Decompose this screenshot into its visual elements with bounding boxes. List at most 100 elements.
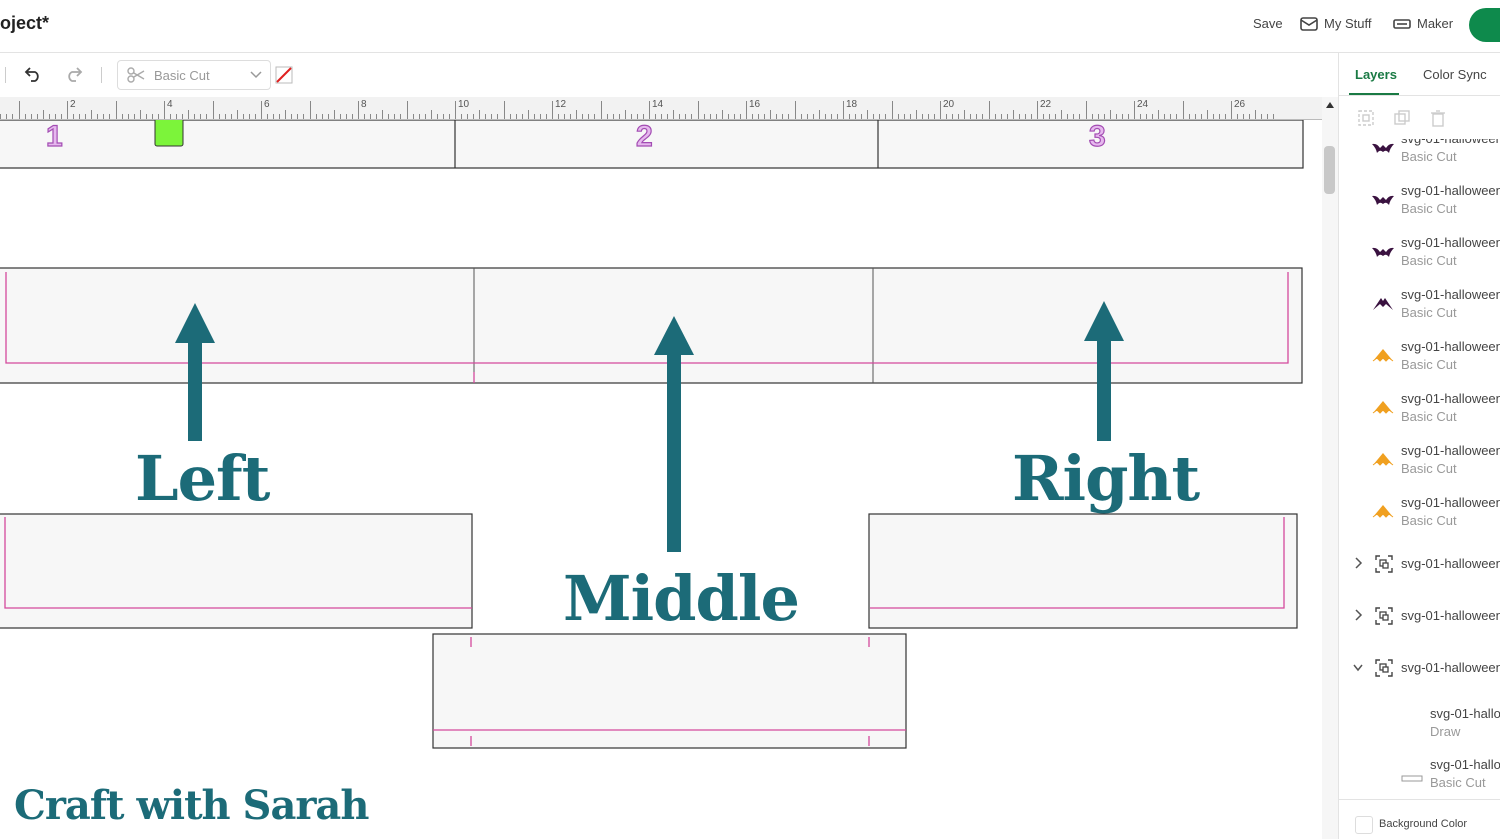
vertical-scrollbar-track[interactable]: [1322, 97, 1338, 839]
ruler-tick: [1267, 114, 1269, 119]
ruler-tick: [812, 114, 814, 119]
ruler-tick: [127, 114, 129, 119]
ruler-tick: [139, 110, 141, 119]
scroll-up-icon[interactable]: [1326, 102, 1334, 108]
envelope-icon: [1300, 16, 1318, 31]
ruler-tick: [855, 114, 857, 119]
ruler-tick: [509, 114, 511, 119]
ruler-tick: [339, 114, 341, 119]
ruler-tick: [1030, 114, 1032, 119]
layer-operation: Basic Cut: [1401, 357, 1457, 372]
chevron-right-icon[interactable]: [1355, 557, 1363, 569]
save-button[interactable]: Save: [1253, 16, 1283, 31]
tab-layers[interactable]: Layers: [1355, 67, 1397, 82]
color-swatch-square[interactable]: [154, 120, 184, 147]
ruler-tick: [418, 114, 420, 119]
tab-color-sync[interactable]: Color Sync: [1423, 67, 1487, 82]
redo-icon[interactable]: [65, 66, 83, 82]
ruler-tick: [867, 110, 869, 119]
ruler-tick: [212, 101, 214, 119]
operation-select[interactable]: Basic Cut: [117, 60, 271, 90]
layer-child-name: svg-01-hallo: [1430, 757, 1500, 772]
ruler-tick: [1000, 114, 1002, 119]
ruler-tick: [467, 114, 469, 119]
ruler-tick: [564, 114, 566, 119]
score-line: [4, 517, 472, 609]
duplicate-icon[interactable]: [1393, 109, 1411, 127]
right-lower-panel[interactable]: [868, 513, 1298, 629]
ruler-tick: [1091, 114, 1093, 119]
my-stuff-button[interactable]: My Stuff: [1300, 16, 1371, 31]
layer-name: svg-01-halloween: [1401, 443, 1500, 458]
background-color-row[interactable]: Background Color: [1339, 799, 1500, 840]
ruler-tick: [79, 114, 81, 119]
ruler-tick: [18, 101, 20, 119]
ruler-tick: [970, 114, 972, 119]
middle-lower-panel[interactable]: [432, 633, 907, 749]
ruler-tick: [673, 110, 675, 119]
ruler-tick: [873, 114, 875, 119]
ruler-tick: [170, 114, 172, 119]
ruler-tick: [582, 114, 584, 119]
ruler-tick: [164, 101, 165, 119]
ruler-tick: [388, 114, 390, 119]
ruler-tick: [1176, 114, 1178, 119]
background-color-swatch[interactable]: [1355, 816, 1373, 834]
layer-group-row[interactable]: svg-01-halloween: [1339, 650, 1500, 702]
active-tab-indicator: [1349, 93, 1399, 95]
top-panel-strip[interactable]: [0, 120, 1304, 169]
annotation-middle: Middle: [563, 562, 800, 635]
ruler-tick: [1255, 110, 1257, 119]
chevron-right-icon[interactable]: [1355, 609, 1363, 621]
ruler-tick: [667, 114, 669, 119]
ruler-tick: [67, 101, 68, 119]
ruler-tick: [206, 114, 208, 119]
group-icon[interactable]: [1357, 109, 1375, 127]
toolbar-divider: [5, 67, 6, 83]
box-side-strip[interactable]: [0, 267, 1303, 384]
layers-panel: Layers Color Sync svg-01-halloweenBasic …: [1338, 53, 1500, 840]
layer-name: svg-01-halloween: [1401, 287, 1500, 302]
ruler-tick: [933, 114, 935, 119]
ruler-tick: [539, 114, 541, 119]
ruler-tick: [758, 114, 760, 119]
ruler-tick: [370, 114, 372, 119]
layer-group-row[interactable]: svg-01-halloween: [1339, 598, 1500, 650]
left-lower-panel[interactable]: [0, 513, 473, 629]
ruler-tick: [927, 114, 929, 119]
ruler-tick: [97, 114, 99, 119]
ruler-number: 6: [264, 99, 270, 110]
ruler-tick: [1037, 101, 1038, 119]
maker-button[interactable]: Maker: [1393, 16, 1453, 31]
delete-icon[interactable]: [1429, 109, 1447, 127]
make-it-button[interactable]: [1469, 8, 1500, 42]
brand-watermark: Craft with Sarah: [14, 782, 369, 829]
ruler-tick: [1206, 110, 1208, 119]
design-canvas[interactable]: 1 2 3 Left Middle Right: [0, 119, 1322, 839]
vertical-scrollbar-thumb[interactable]: [1324, 146, 1335, 194]
arrow-left: [175, 303, 215, 441]
ruler-tick: [1140, 114, 1142, 119]
ruler-tick: [794, 101, 796, 119]
layer-group-row[interactable]: svg-01-halloween: [1339, 546, 1500, 598]
ruler-tick: [115, 101, 117, 119]
ruler-tick: [1261, 114, 1263, 119]
chevron-down-icon[interactable]: [1353, 664, 1363, 672]
ruler-tick: [461, 114, 463, 119]
ruler-tick: [588, 114, 590, 119]
ruler-tick: [709, 114, 711, 119]
ruler-tick: [36, 114, 38, 119]
undo-icon[interactable]: [24, 66, 42, 82]
pen-color-swatch-icon[interactable]: [275, 66, 293, 84]
